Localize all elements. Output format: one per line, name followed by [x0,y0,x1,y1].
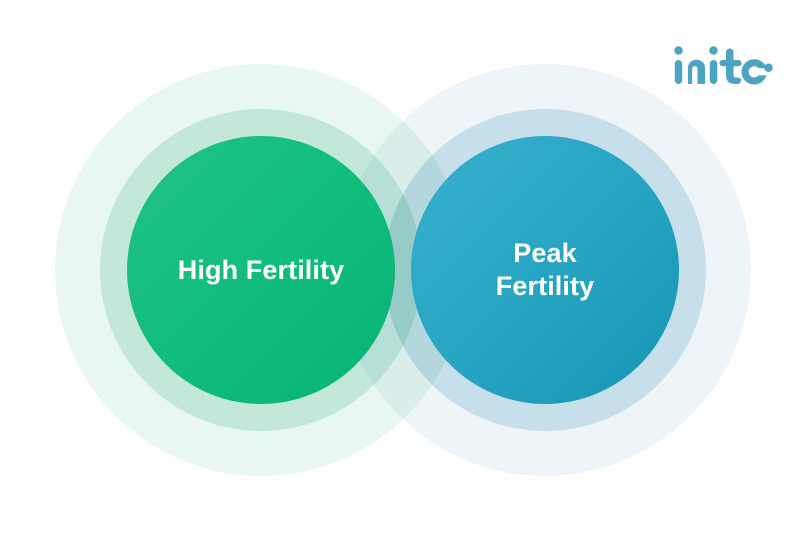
peak-fertility-circle[interactable] [411,136,679,404]
peak-fertility-label: Peak Fertility [495,238,595,301]
high-fertility-circle[interactable] [127,136,395,404]
inito-wordmark-icon [674,46,773,85]
inito-logo[interactable] [673,44,773,90]
high-fertility-label: High Fertility [177,254,345,285]
